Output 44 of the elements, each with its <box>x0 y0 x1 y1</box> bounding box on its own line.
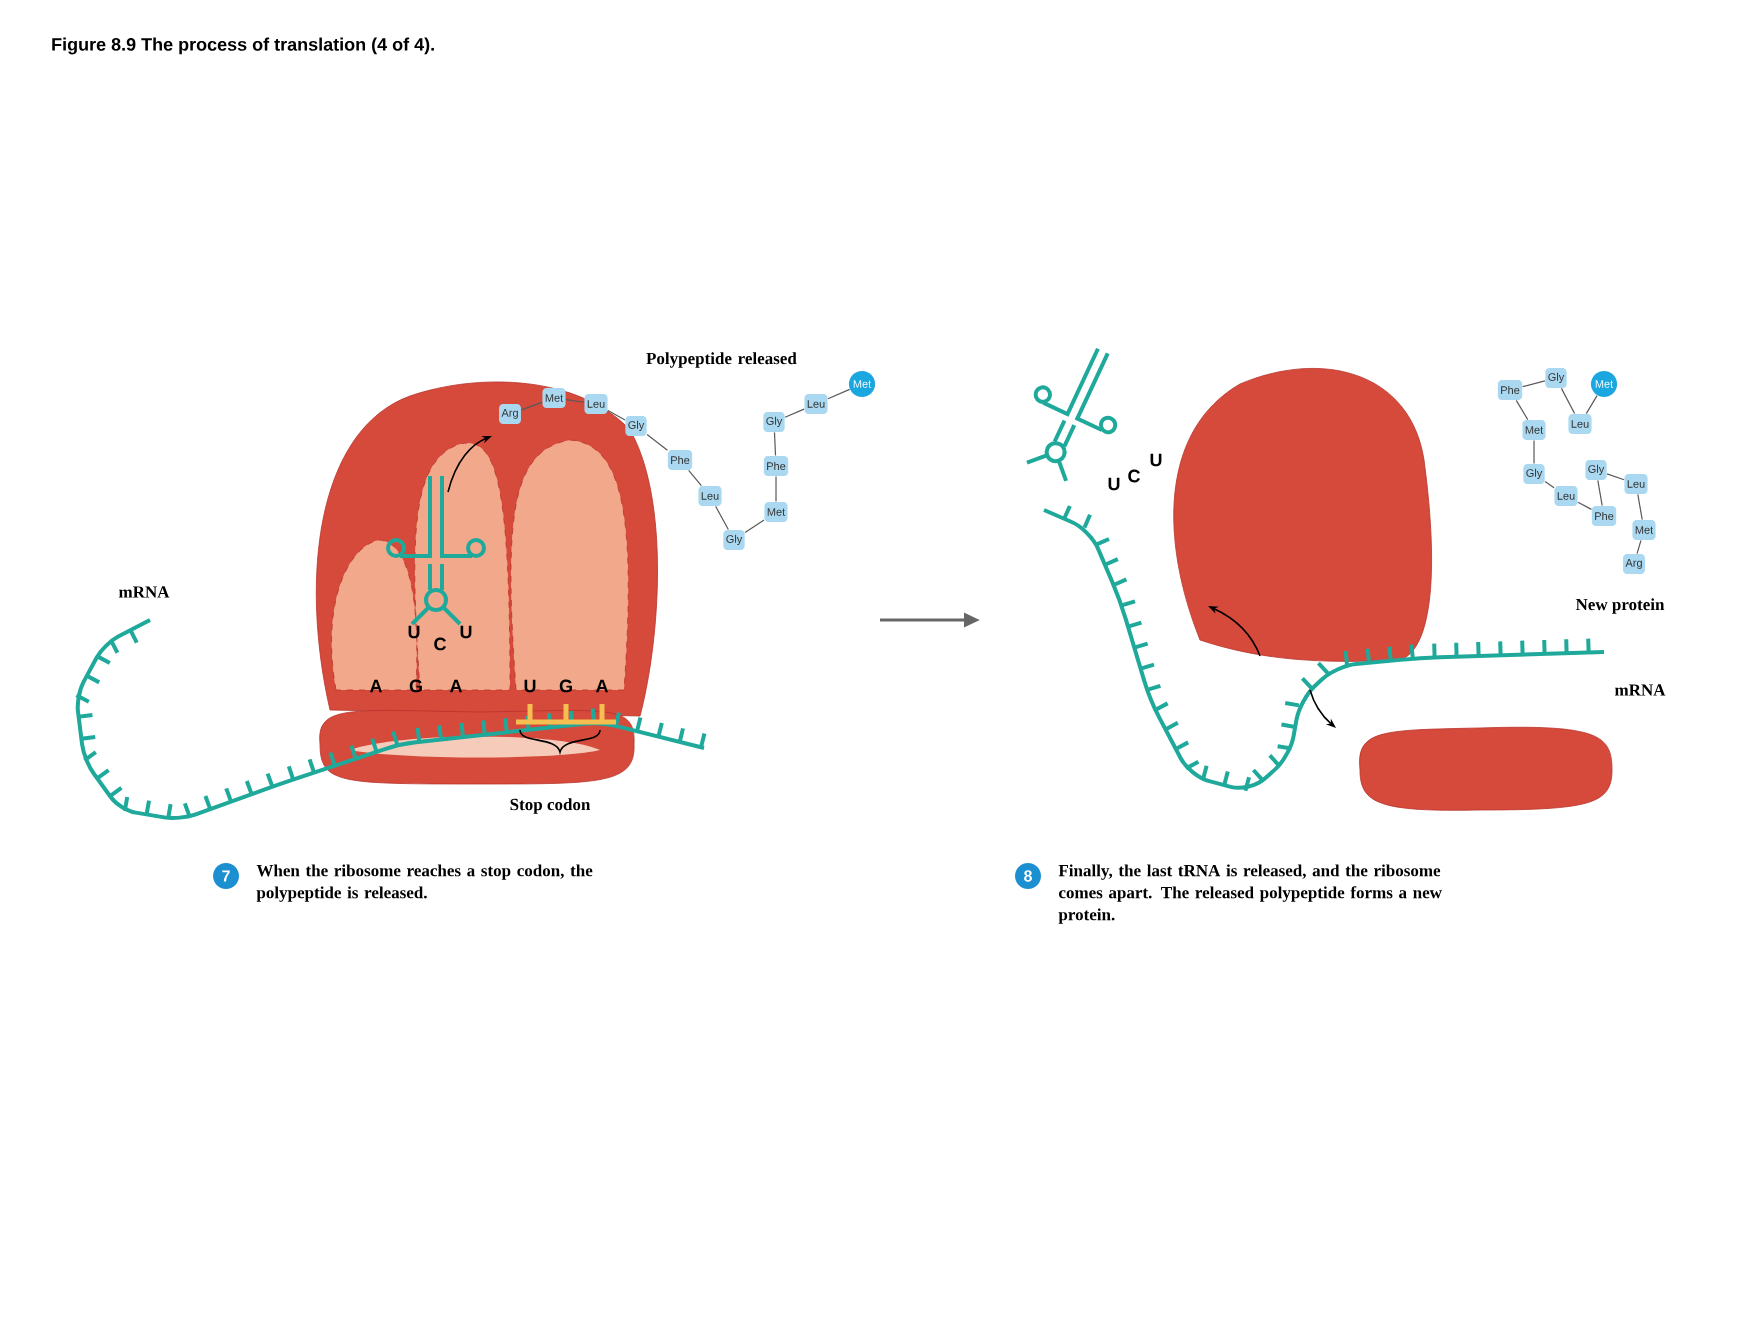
peptide-bond <box>1544 481 1555 489</box>
step-number: 8 <box>1015 863 1041 889</box>
codon-letter: A <box>595 679 609 693</box>
codon-letter: U <box>408 625 420 639</box>
codon-letter: G <box>409 679 422 693</box>
codon-letter: U <box>1108 477 1120 491</box>
peptide-bond <box>827 388 851 400</box>
peptide-bond <box>646 433 669 451</box>
codon-letter: A <box>449 679 463 693</box>
peptide-bond <box>1515 399 1529 421</box>
peptide-bond <box>744 519 765 534</box>
codon-letter: G <box>559 679 572 693</box>
step-caption: Finally, the last tRNA is released, and the ribosome comes apart. The released polypeptide forms a new protein. <box>1058 864 1442 924</box>
label: mRNA <box>1615 684 1666 696</box>
label: New protein <box>1575 598 1665 614</box>
peptide-bond <box>565 399 585 403</box>
figure-title: Figure 8.9 The process of translation (4 of 4). <box>52 37 434 55</box>
codon-letter: U <box>524 679 536 693</box>
peptide-bond <box>784 408 805 418</box>
peptide-bond <box>775 475 777 503</box>
peptide-bond <box>520 401 543 411</box>
peptide-bond <box>688 469 702 487</box>
peptide-bond <box>1577 501 1593 510</box>
peptide-bond <box>1585 394 1598 415</box>
peptide-bond <box>607 409 626 421</box>
codon-letter: A <box>369 679 383 693</box>
codon-letter: C <box>434 637 447 651</box>
peptide-bond <box>1606 473 1625 481</box>
peptide-bond <box>1522 380 1546 388</box>
peptide-bond <box>1560 387 1576 415</box>
peptide-bond <box>1636 539 1642 555</box>
peptide-bond <box>1637 493 1643 521</box>
peptide-bond <box>715 505 729 531</box>
label: Polypeptide released <box>646 352 797 368</box>
codon-letter: U <box>460 625 472 639</box>
peptide-bond <box>1533 439 1535 465</box>
peptide-bond <box>1597 479 1603 507</box>
label: mRNA <box>119 586 170 598</box>
codon-letter: C <box>1128 469 1141 483</box>
codon-letter: U <box>1150 453 1162 467</box>
step-number: 7 <box>213 863 239 889</box>
label: Stop codon <box>510 798 591 814</box>
peptide-bond <box>773 431 777 457</box>
step-caption: When the ribosome reaches a stop codon, the polypeptide is released. <box>256 864 593 902</box>
